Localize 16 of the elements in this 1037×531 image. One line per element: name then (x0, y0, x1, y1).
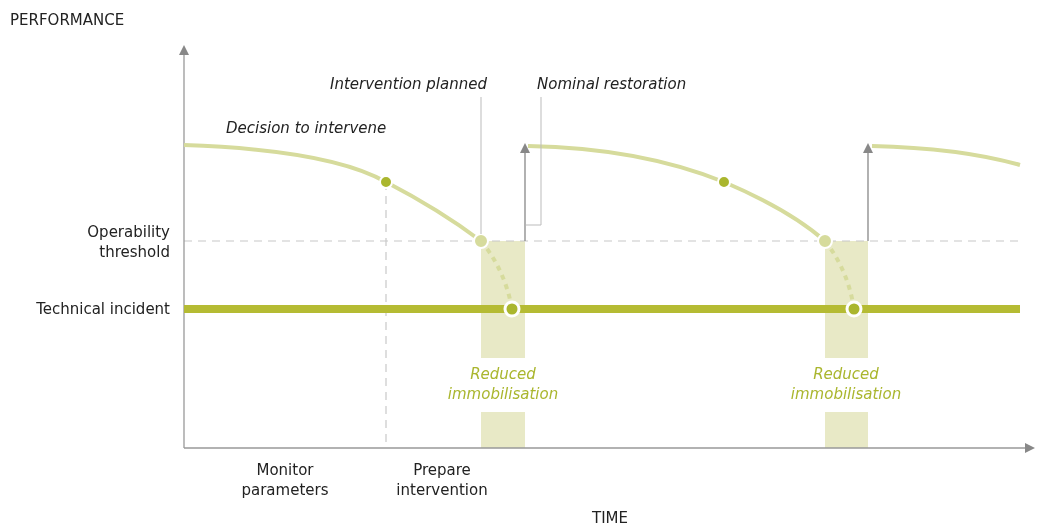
event-label: Decision to intervene (226, 118, 387, 138)
callout-text: Intervention planned (330, 74, 487, 94)
axis-title: PERFORMANCE (10, 10, 125, 30)
leader-line (480, 96, 482, 235)
threshold-label: Operability threshold (86, 222, 170, 262)
band-label: Reduced immobilisation (446, 364, 560, 404)
phase-label: Monitor parameters (240, 460, 330, 500)
incident-label: Technical incident (36, 299, 170, 319)
direction-arrow (520, 143, 530, 242)
callout-text: Nominal restoration (537, 74, 687, 94)
band-label: Reduced immobilisation (789, 364, 903, 404)
planned-point (817, 233, 833, 249)
axis-title: TIME (592, 508, 628, 528)
leader-line (525, 96, 542, 226)
planned-point (473, 233, 489, 249)
phase-label: Prepare intervention (395, 460, 489, 500)
